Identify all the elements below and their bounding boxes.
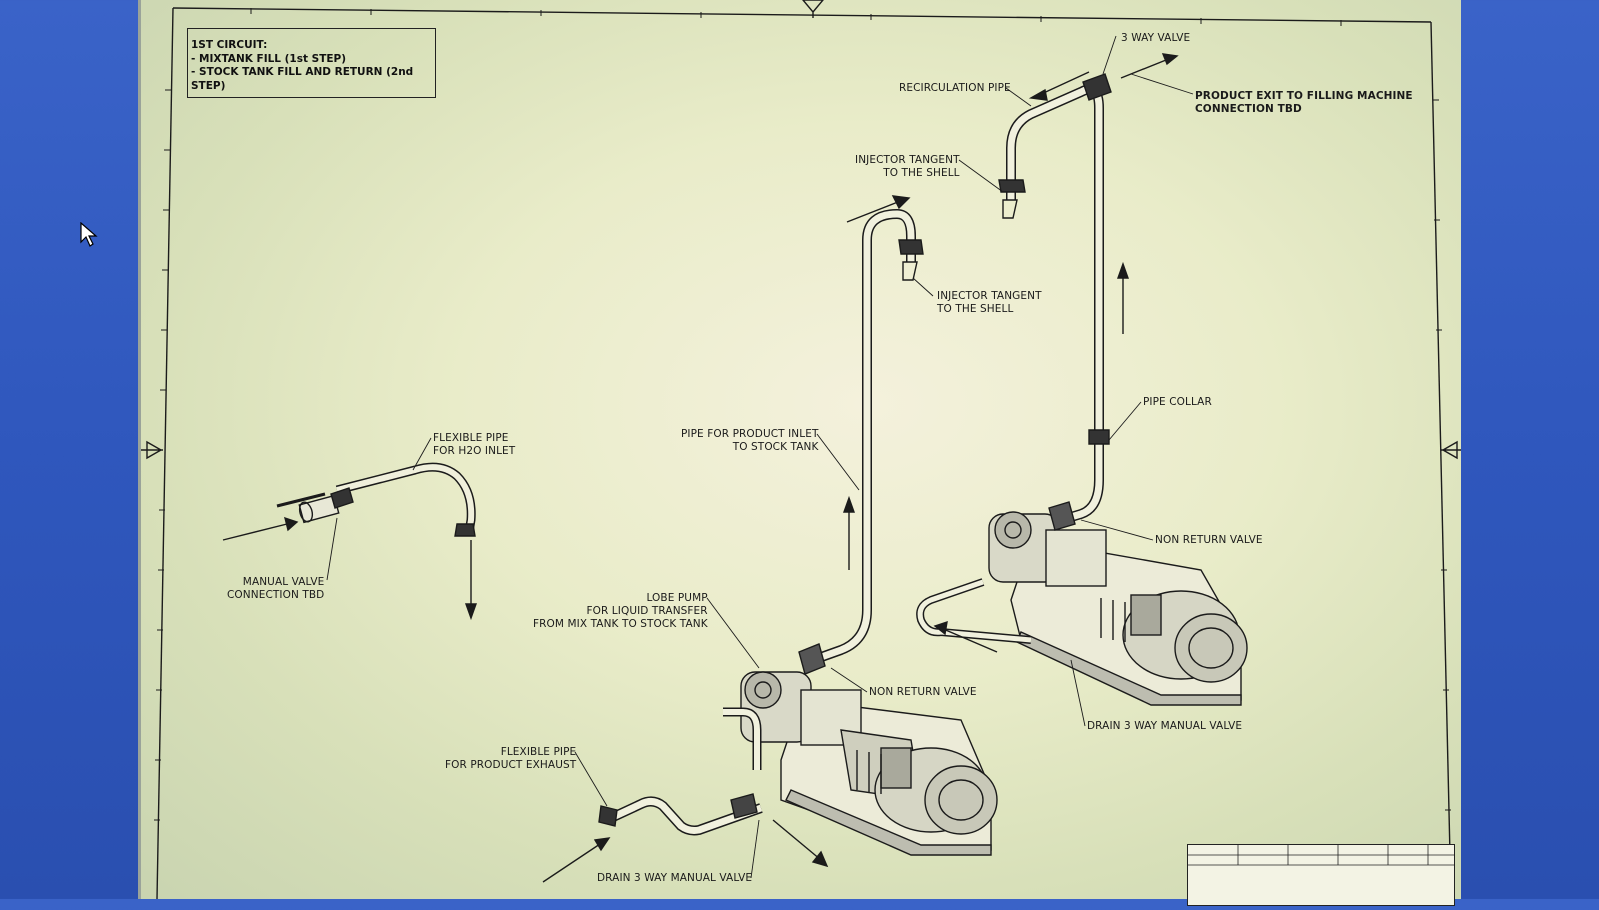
label-lobe-pump: LOBE PUMP FOR LIQUID TRANSFER FROM MIX T…: [533, 592, 708, 630]
label-flexible-pipe-h2o: FLEXIBLE PIPE FOR H2O INLET: [433, 432, 516, 457]
label-injector-tangent-2: INJECTOR TANGENT TO THE SHELL: [937, 290, 1042, 315]
label-product-exit: PRODUCT EXIT TO FILLING MACHINE CONNECTI…: [1195, 90, 1413, 115]
mouse-cursor-icon: [80, 222, 98, 247]
piping-diagram: [141, 0, 1461, 899]
drawing-sheet: 1ST CIRCUIT: - MIXTANK FILL (1st STEP) -…: [138, 0, 1461, 906]
label-non-return-valve-1: NON RETURN VALVE: [1155, 534, 1263, 546]
circuit-note-step-2: - STOCK TANK FILL AND RETURN (2nd STEP): [191, 66, 414, 92]
circuit-note-step-1: - MIXTANK FILL (1st STEP): [191, 52, 347, 65]
label-manual-valve: MANUAL VALVE CONNECTION TBD: [227, 576, 325, 601]
lobe-pump-icon: [988, 511, 1248, 706]
label-drain-valve-1: DRAIN 3 WAY MANUAL VALVE: [1087, 720, 1243, 732]
lobe-pump-icon: [740, 671, 998, 856]
title-block-grid: [1188, 845, 1454, 866]
circuit-note-box: 1ST CIRCUIT: - MIXTANK FILL (1st STEP) -…: [187, 28, 436, 98]
label-injector-tangent-1: INJECTOR TANGENT TO THE SHELL: [855, 154, 960, 179]
label-pipe-collar: PIPE COLLAR: [1143, 396, 1212, 408]
label-drain-valve-2: DRAIN 3 WAY MANUAL VALVE: [597, 872, 753, 884]
label-non-return-valve-2: NON RETURN VALVE: [869, 686, 977, 698]
title-block: [1187, 844, 1455, 906]
label-pipe-product-inlet: PIPE FOR PRODUCT INLET TO STOCK TANK: [681, 428, 819, 453]
label-3-way-valve: 3 WAY VALVE: [1121, 32, 1191, 44]
label-recirculation-pipe: RECIRCULATION PIPE: [899, 82, 1011, 94]
label-flexible-pipe-exhaust: FLEXIBLE PIPE FOR PRODUCT EXHAUST: [445, 746, 577, 771]
circuit-note-title: 1ST CIRCUIT:: [191, 39, 268, 51]
